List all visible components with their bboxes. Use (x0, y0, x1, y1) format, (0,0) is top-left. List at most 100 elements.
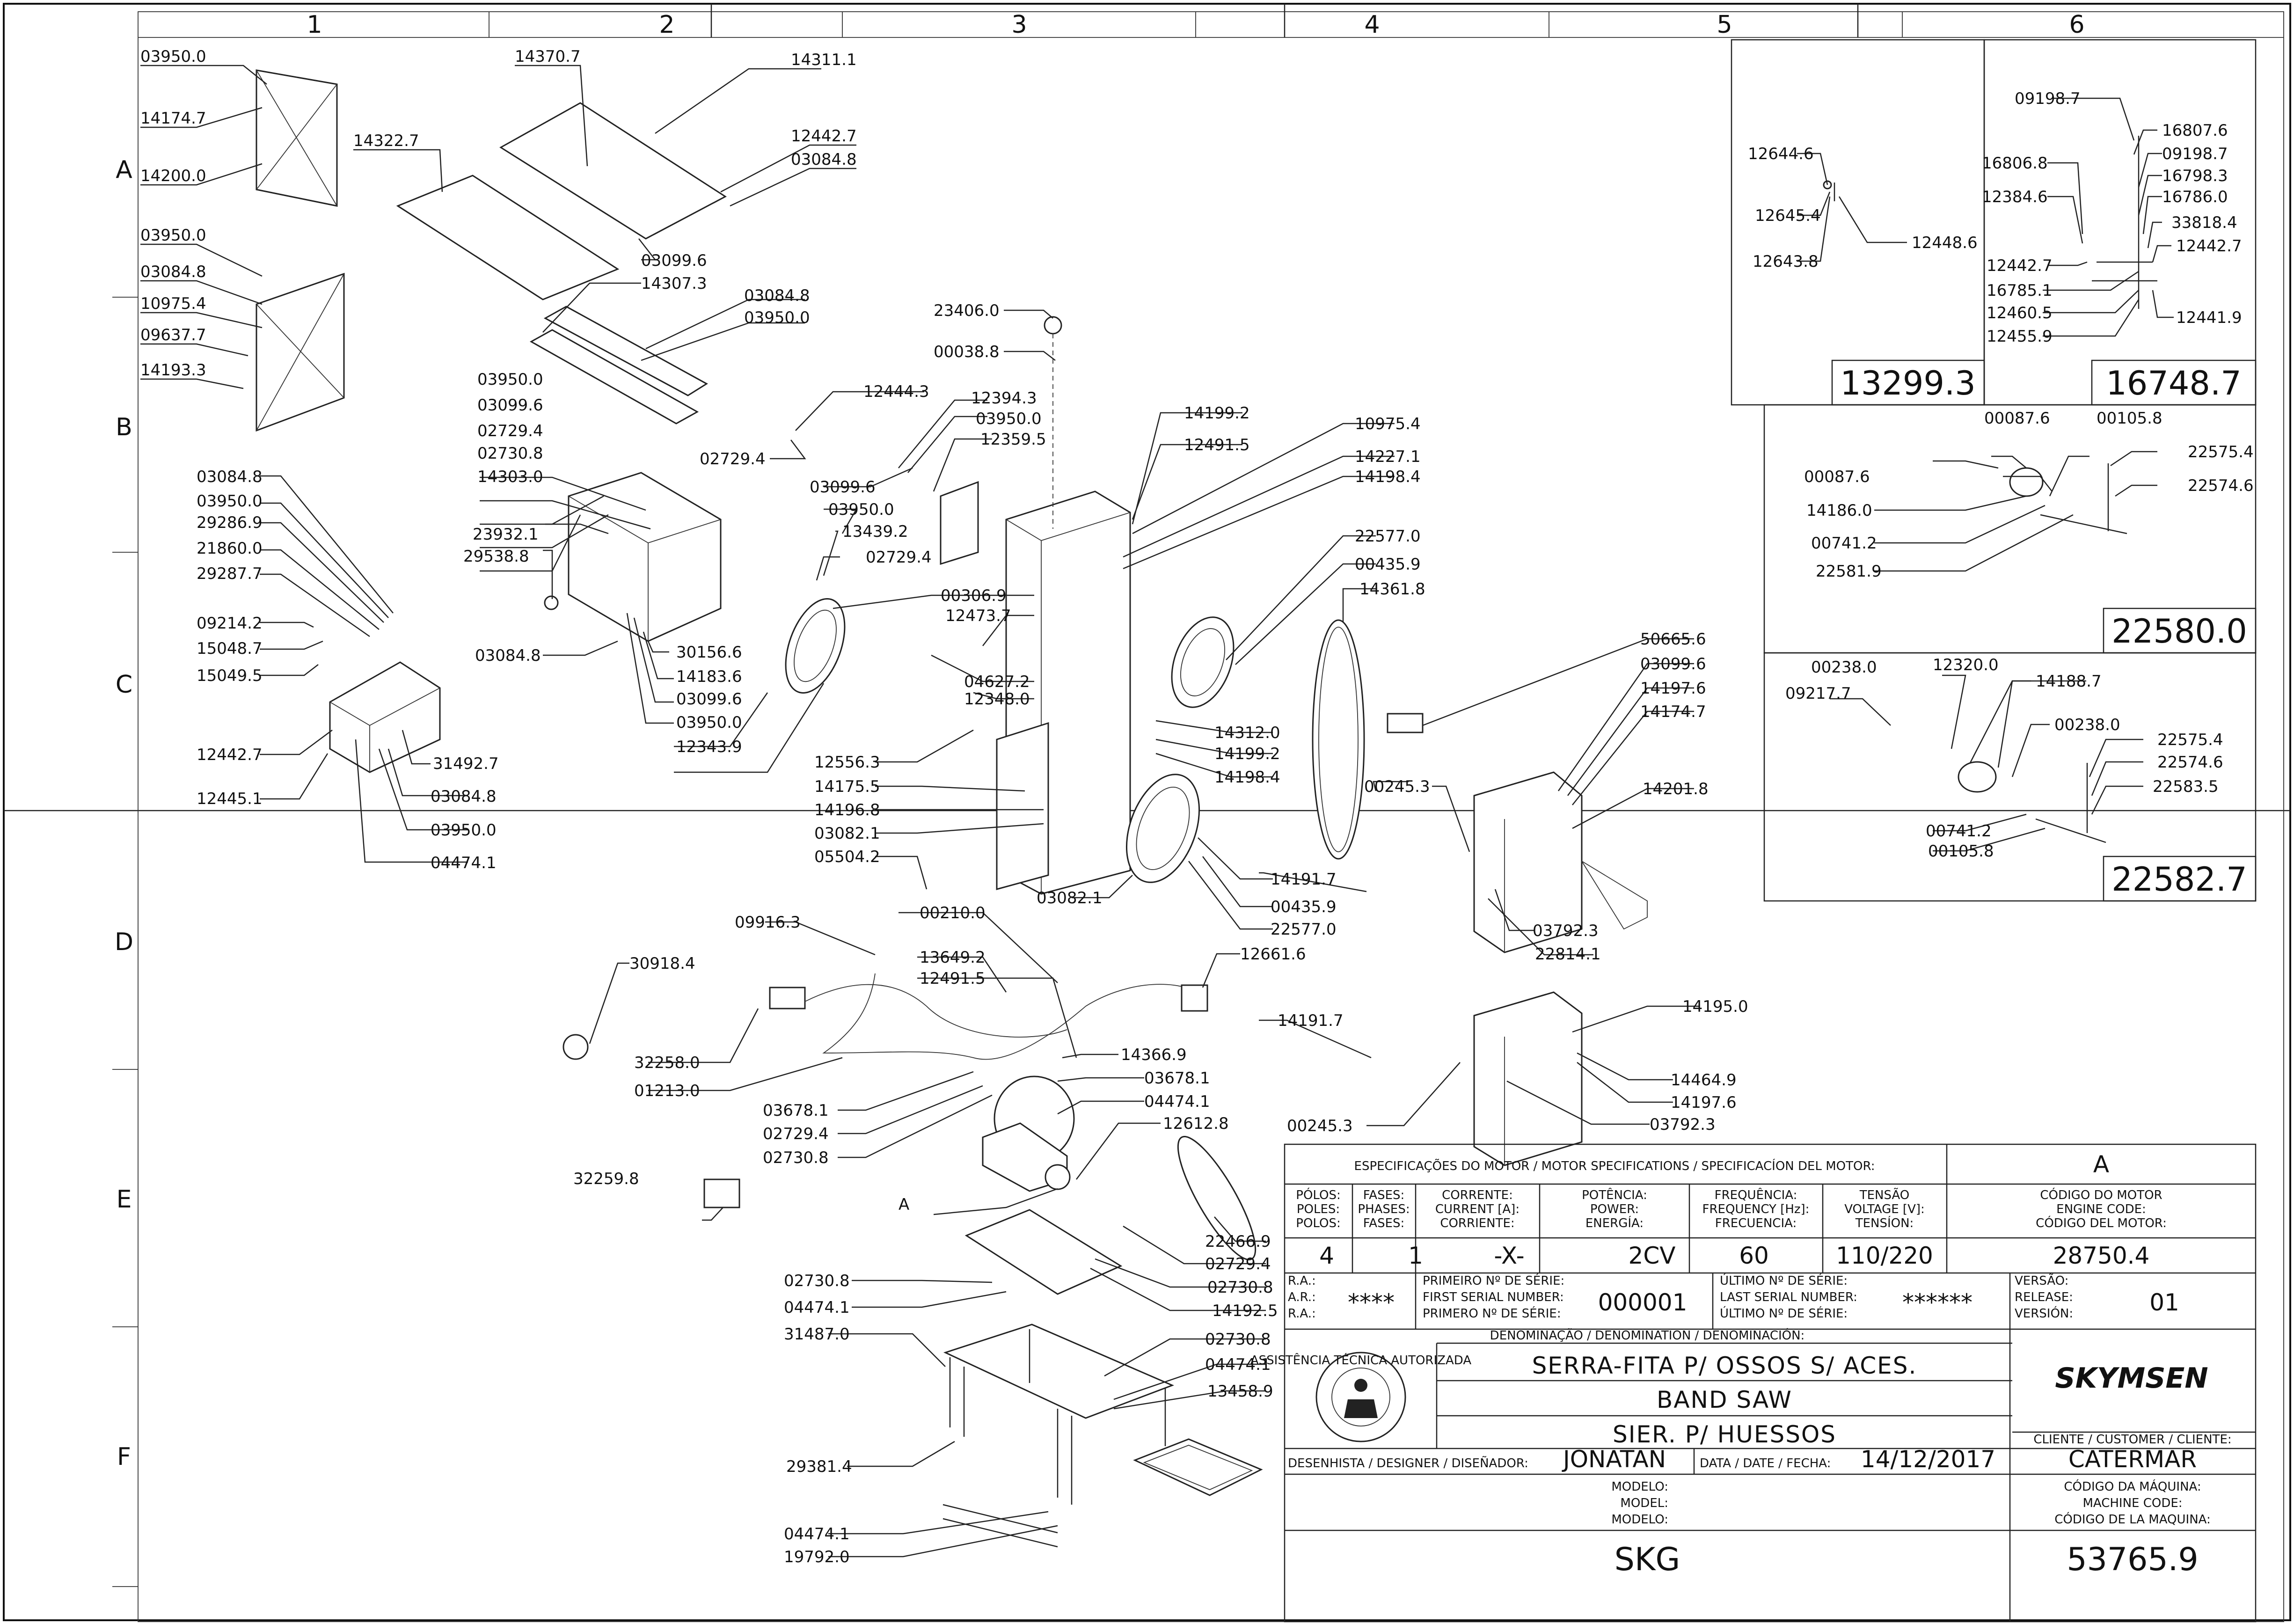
part-label: 12442.7 (197, 746, 263, 764)
part-label: 29381.4 (786, 1457, 852, 1476)
part-label: 04627.2 (964, 673, 1030, 691)
svg-text:FREQUENCY [Hz]:: FREQUENCY [Hz]: (1702, 1202, 1810, 1216)
part-label: 12441.9 (2176, 308, 2242, 327)
part-labels-base: 22466.9 02729.4 02730.8 14192.5 02730.8 … (784, 1232, 1278, 1566)
part-label: 19792.0 (784, 1548, 850, 1566)
svg-text:ÚLTIMO Nº DE SÉRIE:: ÚLTIMO Nº DE SÉRIE: (1720, 1273, 1848, 1288)
part-label: 31492.7 (433, 754, 499, 773)
part-label: 22575.4 (2157, 731, 2223, 749)
part-labels-right-column: 14199.2 12491.5 10975.4 14227.1 14198.4 … (1184, 404, 1425, 939)
part-label: 14197.6 (1640, 679, 1706, 698)
svg-text:FRECUENCIA:: FRECUENCIA: (1715, 1216, 1797, 1230)
part-label: 22575.4 (2188, 443, 2254, 461)
part-label: 21860.0 (197, 539, 263, 558)
part-label: 03950.0 (676, 713, 742, 732)
svg-text:ÚLTIMO Nº DE SÉRIE:: ÚLTIMO Nº DE SÉRIE: (1720, 1306, 1848, 1321)
poles-value: 4 (1319, 1242, 1334, 1269)
grid-col-2: 2 (659, 11, 674, 39)
grid-col-4: 4 (1364, 11, 1380, 39)
svg-text:LAST SERIAL NUMBER:: LAST SERIAL NUMBER: (1720, 1290, 1857, 1304)
part-label: 00087.6 (1984, 409, 2050, 428)
grid-row-f: F (117, 1443, 131, 1471)
part-label: 12644.6 (1748, 145, 1814, 163)
authorized-service-seal: ASSISTÊNCIA TÉCNICA AUTORIZADA (1250, 1352, 1471, 1442)
part-label: 29538.8 (463, 547, 529, 566)
part-label: 03792.3 (1650, 1115, 1716, 1134)
part-label: 09214.2 (197, 614, 263, 633)
date-label: DATA / DATE / FECHA: (1700, 1456, 1831, 1470)
part-label: 13649.2 (920, 948, 986, 967)
part-label: 14322.7 (353, 132, 419, 150)
part-label: 22577.0 (1355, 527, 1421, 546)
part-label: 14188.7 (2036, 672, 2102, 691)
part-label: 03950.0 (828, 500, 894, 519)
part-label: 12384.6 (1982, 188, 2048, 206)
part-label: 03084.8 (431, 787, 497, 806)
part-label: 09198.7 (2162, 145, 2228, 163)
part-label: 15048.7 (197, 639, 263, 658)
grid-row-d: D (115, 928, 133, 956)
svg-text:A.R.:: A.R.: (1288, 1290, 1316, 1304)
part-label: 03678.1 (1144, 1069, 1210, 1088)
part-label: 22574.6 (2157, 753, 2223, 772)
brand-logo: SKYMSEN (2055, 1362, 2208, 1395)
part-label: 14199.2 (1184, 404, 1250, 423)
part-label: 16807.6 (2162, 121, 2228, 140)
part-label: 12455.9 (1987, 327, 2053, 346)
part-label: 02730.8 (784, 1272, 850, 1290)
part-label: 12320.0 (1933, 656, 1999, 674)
svg-text:MODELO:: MODELO: (1611, 1513, 1668, 1527)
svg-text:POWER:: POWER: (1590, 1202, 1639, 1216)
part-label: 14303.0 (477, 468, 543, 486)
grid-col-3: 3 (1011, 11, 1027, 39)
part-label: 22583.5 (2153, 777, 2219, 796)
part-label: 14183.6 (676, 667, 742, 686)
machine-name-en: BAND SAW (1657, 1386, 1792, 1413)
part-label: 29286.9 (197, 513, 263, 532)
grid-col-6: 6 (2069, 11, 2084, 39)
part-label: 03084.8 (475, 646, 541, 665)
svg-text:PÓLOS:: PÓLOS: (1296, 1187, 1340, 1202)
part-label: 09637.7 (140, 326, 206, 344)
part-label: 00741.2 (1811, 534, 1877, 553)
part-label: 14311.1 (791, 51, 857, 69)
part-label: 00210.0 (920, 904, 986, 922)
part-label: 14370.7 (515, 47, 581, 66)
part-label: 02729.4 (700, 450, 766, 468)
part-label: 16798.3 (2162, 167, 2228, 185)
part-label: 14366.9 (1121, 1046, 1187, 1064)
part-label: 12661.6 (1240, 945, 1306, 964)
part-label: 02730.8 (477, 444, 543, 463)
customer-label: CLIENTE / CUSTOMER / CLIENTE: (2033, 1433, 2231, 1447)
model-value: SKG (1615, 1541, 1680, 1578)
part-label: 03099.6 (641, 251, 707, 270)
part-labels-kit-22582: 00238.0 12320.0 09217.7 14188.7 00238.0 … (1785, 656, 2223, 861)
part-label: 12442.7 (1987, 256, 2053, 275)
part-label: 09916.3 (735, 913, 801, 932)
version-value: 01 (2149, 1289, 2179, 1316)
part-label: 03950.0 (197, 492, 263, 511)
part-label: 23932.1 (473, 525, 539, 544)
part-label: 14312.0 (1214, 724, 1280, 742)
part-label: 09217.7 (1785, 684, 1851, 703)
part-label: 02730.8 (1207, 1278, 1273, 1297)
grid-column-labels: 1 2 3 4 5 6 (307, 11, 2084, 39)
part-label: 22574.6 (2188, 476, 2254, 495)
part-label: 02730.8 (1205, 1330, 1271, 1349)
part-label: 14361.8 (1359, 580, 1425, 599)
svg-text:ENGINE CODE:: ENGINE CODE: (2056, 1202, 2146, 1216)
part-label: 13458.9 (1207, 1382, 1273, 1401)
part-label: 00306.9 (941, 586, 1007, 605)
svg-text:TENSÃO: TENSÃO (1859, 1187, 1910, 1202)
part-label: 00245.3 (1287, 1117, 1353, 1135)
part-label: 12612.8 (1163, 1114, 1229, 1133)
part-label: 00038.8 (934, 343, 1000, 361)
sheet-frame (3, 3, 2291, 1622)
part-label: 00435.9 (1271, 898, 1337, 916)
part-label: 03082.1 (1037, 889, 1103, 907)
kit-code: 13299.3 (1840, 364, 1975, 402)
part-labels-electrical: 09916.3 00210.0 13649.2 12491.5 30918.4 … (573, 904, 1306, 1214)
part-label: 03792.3 (1533, 922, 1599, 940)
part-labels-kit-22580: 00087.6 00105.8 22575.4 00087.6 22574.6 … (1804, 409, 2254, 581)
